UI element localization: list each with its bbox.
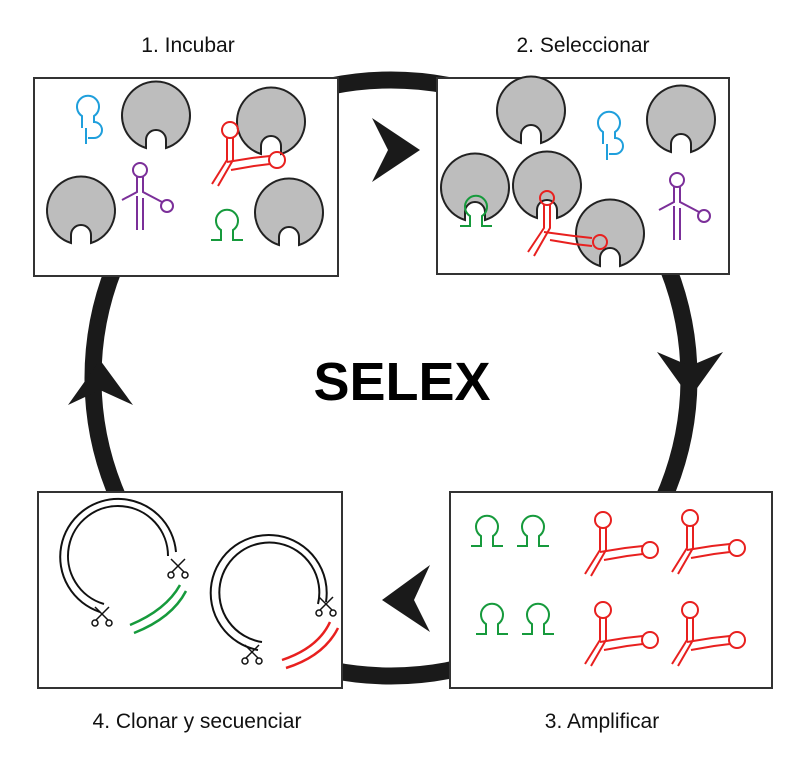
arrow-up-icon <box>68 360 133 405</box>
step-label-clonar: 4. Clonar y secuenciar <box>93 710 302 733</box>
arrow-down-icon <box>657 352 723 398</box>
step-label-seleccionar: 2. Seleccionar <box>516 34 649 57</box>
bound-aptamer <box>527 190 608 257</box>
center-title: SELEX <box>313 352 490 412</box>
box4-contents <box>59 497 340 670</box>
box2-contents <box>440 75 716 267</box>
step-box-amplificar <box>449 491 773 689</box>
plasmid-icon <box>59 497 177 613</box>
step-label-incubar: 1. Incubar <box>141 34 234 57</box>
step-label-amplificar: 3. Amplificar <box>545 710 659 733</box>
arrow-right-icon <box>372 118 420 182</box>
arrow-left-icon <box>382 565 430 632</box>
step-box-clonar <box>37 491 343 689</box>
plasmid-icon <box>209 534 328 651</box>
